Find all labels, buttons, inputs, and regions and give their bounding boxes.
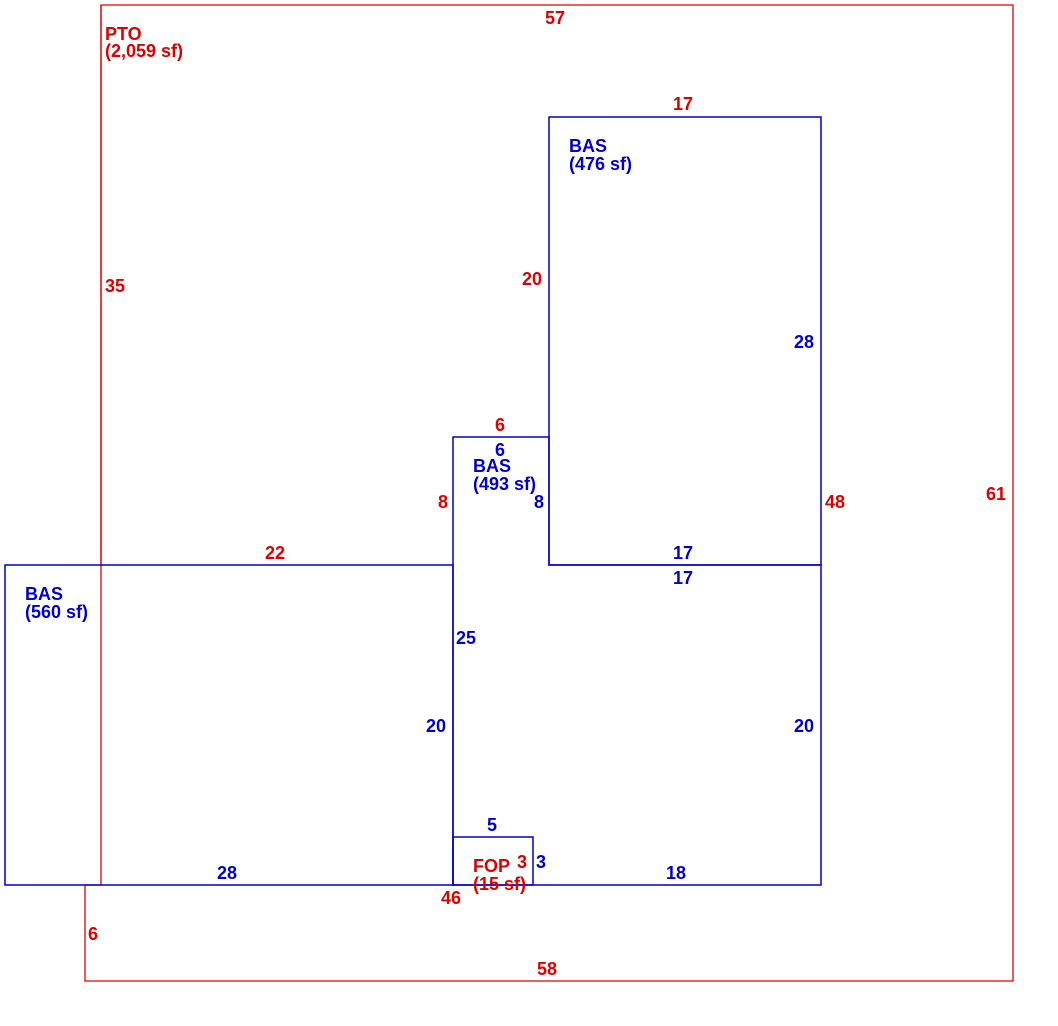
dim-pto-top: 57 <box>545 8 565 28</box>
dim-bas-mid-top: 6 <box>495 440 505 460</box>
dim-pto-right: 61 <box>986 484 1006 504</box>
pto-area-label: (2,059 sf) <box>105 41 183 61</box>
dim-pto-left: 35 <box>105 276 125 296</box>
dim-fop-top: 5 <box>487 815 497 835</box>
dim-red-mid-top: 6 <box>495 415 505 435</box>
dim-bas-mid-right-lower: 20 <box>794 716 814 736</box>
dim-bas-mid-left: 25 <box>456 628 476 648</box>
dim-pto-lower-left: 6 <box>88 924 98 944</box>
dim-red-right: 48 <box>825 492 845 512</box>
bas-middle-area-label: (493 sf) <box>473 474 536 494</box>
bas-left-area-label: (560 sf) <box>25 602 88 622</box>
dim-bas-left-bottom: 28 <box>217 863 237 883</box>
dim-fop-left: 3 <box>517 852 527 872</box>
bas-left-outline <box>4 564 454 886</box>
dim-red-mid-left: 8 <box>438 492 448 512</box>
bas-left-code-label: BAS <box>25 584 63 604</box>
dim-bas-upper-right: 28 <box>794 332 814 352</box>
dim-pto-bottom: 58 <box>537 959 557 979</box>
dim-bas-left-right: 20 <box>426 716 446 736</box>
fop-area-label: (15 sf) <box>473 874 526 894</box>
dim-bas-upper-bottom: 17 <box>673 543 693 563</box>
bas-upper-area-label: (476 sf) <box>569 154 632 174</box>
dim-bas-bottom-right: 18 <box>666 863 686 883</box>
dim-red-upper-left: 20 <box>522 269 542 289</box>
dim-bas-mid-lower-top: 17 <box>673 568 693 588</box>
dim-red-left-top: 22 <box>265 543 285 563</box>
dim-fop-right: 3 <box>536 852 546 872</box>
fop-outline <box>452 836 534 886</box>
bas-middle-code-label: BAS <box>473 456 511 476</box>
dim-pto-step-bottom: 46 <box>441 888 461 908</box>
bas-middle-outline <box>452 436 822 886</box>
dim-bas-mid-right: 8 <box>534 492 544 512</box>
dim-red-upper-top: 17 <box>673 94 693 114</box>
bas-upper-outline <box>548 116 822 566</box>
bas-upper-code-label: BAS <box>569 136 607 156</box>
fop-code-label: FOP <box>473 856 510 876</box>
pto-code-label: PTO <box>105 24 142 44</box>
